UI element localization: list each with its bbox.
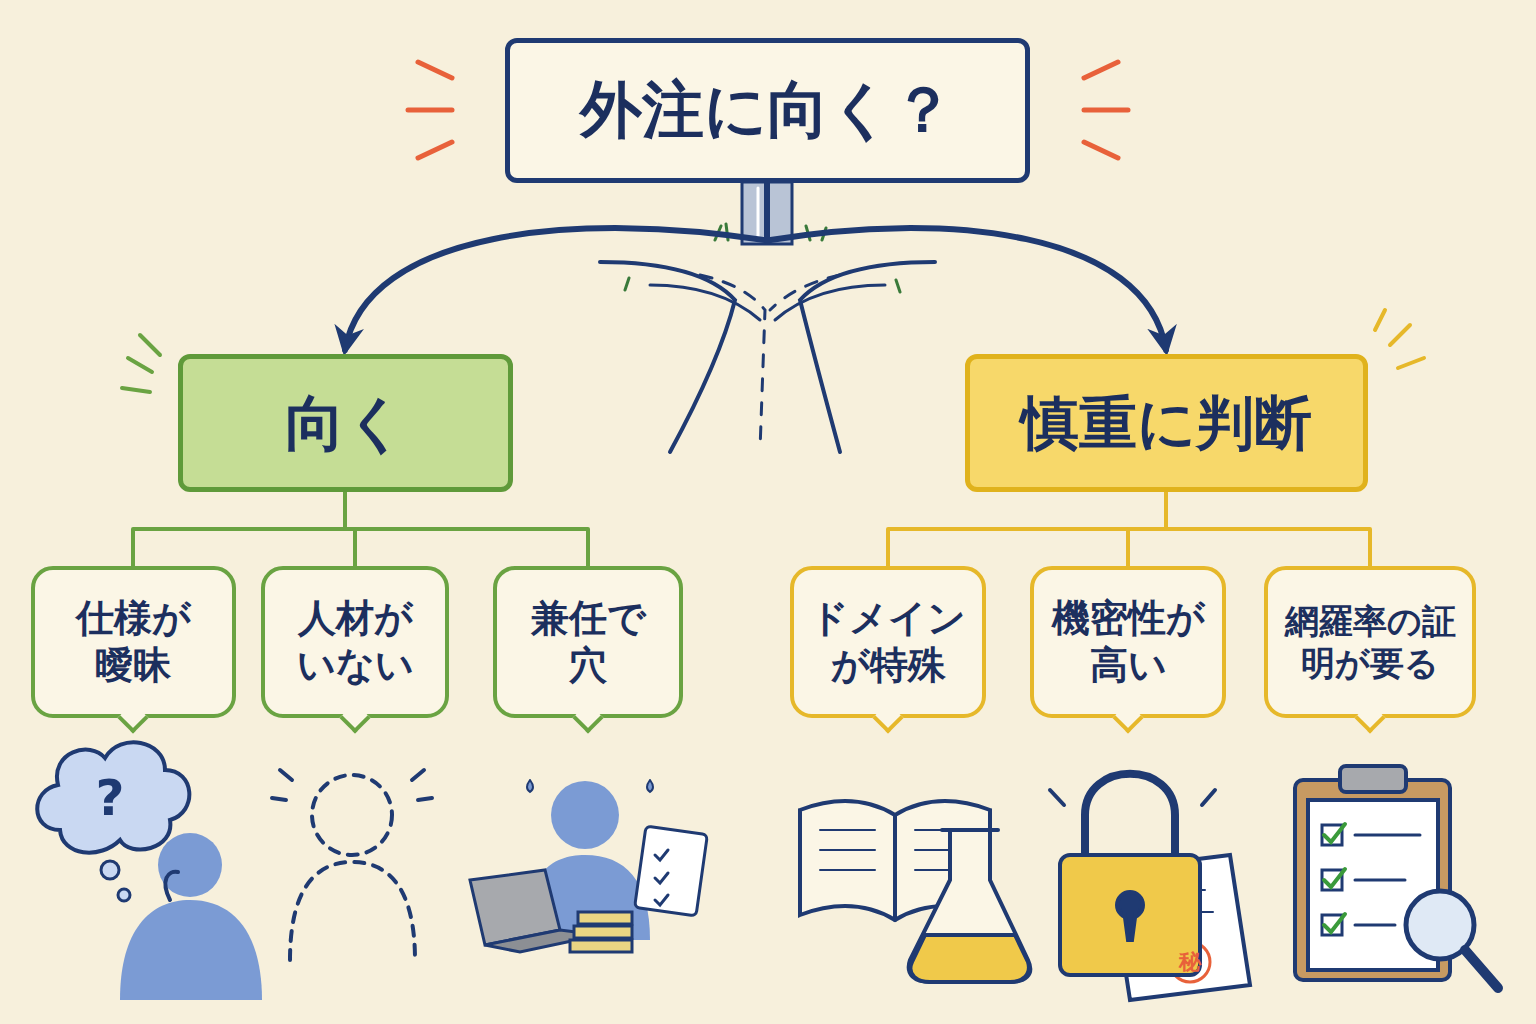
question-box: 外注に向く？	[505, 38, 1030, 183]
bubble-tail	[572, 702, 603, 733]
padlock-document	[1050, 774, 1250, 1000]
connector	[133, 492, 345, 566]
node-text: 向く	[285, 386, 406, 461]
bubble-tail	[339, 702, 370, 733]
bubble-tail	[872, 702, 903, 733]
connector	[888, 492, 1166, 566]
book-flask	[800, 801, 1030, 982]
connector	[345, 183, 767, 351]
bubble-tail	[1354, 702, 1385, 733]
speech-bubble: 仕様が曖昧	[31, 566, 236, 718]
bubble-tail	[117, 702, 148, 733]
speech-bubble: ドメインが特殊	[790, 566, 986, 718]
node-text: 外注に向く？	[580, 71, 954, 149]
connector	[345, 492, 588, 566]
missing-person	[272, 770, 432, 960]
node-text: 人材がいない	[295, 595, 415, 690]
node-text: 機密性が高い	[1049, 595, 1207, 690]
speech-bubble: 人材がいない	[261, 566, 449, 718]
busy-person	[470, 780, 707, 952]
node-text: 網羅率の証明が要る	[1282, 600, 1457, 685]
connector	[1128, 492, 1166, 566]
category-box: 向く	[178, 354, 513, 492]
sparkle	[1375, 310, 1424, 368]
node-text: 兼任で穴	[528, 595, 648, 690]
category-box: 慎重に判断	[965, 354, 1368, 492]
speech-bubble: 網羅率の証明が要る	[1264, 566, 1475, 718]
bubble-tail	[1112, 702, 1143, 733]
checklist-magnifier	[1295, 766, 1498, 988]
speech-bubble: 機密性が高い	[1030, 566, 1226, 718]
node-text: 仕様が曖昧	[73, 595, 193, 690]
secret-stamp: 秘	[1179, 951, 1201, 973]
sparkle	[122, 335, 160, 392]
connector	[767, 183, 1166, 351]
speech-bubble: 兼任で穴	[493, 566, 683, 718]
connector	[1166, 492, 1370, 566]
node-text: ドメインが特殊	[809, 595, 967, 690]
thinking-person	[37, 742, 262, 1000]
node-text: 慎重に判断	[1021, 387, 1312, 460]
question-mark: ?	[95, 773, 124, 823]
